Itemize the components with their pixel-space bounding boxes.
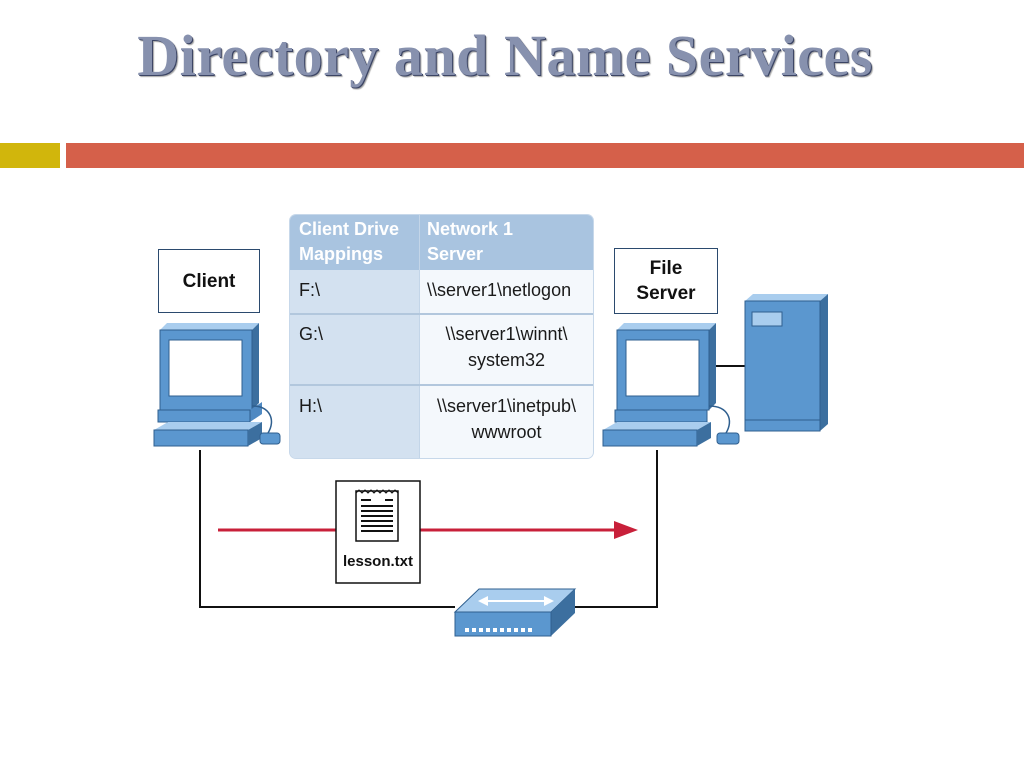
file-server-label-line1: File xyxy=(649,258,683,279)
table-row-path: \\server1\netlogon xyxy=(427,280,572,300)
network-switch-icon xyxy=(453,588,577,637)
client-label: Client xyxy=(158,249,260,313)
server-tower-icon xyxy=(744,294,828,432)
table-row-drive: F:\ xyxy=(299,280,320,300)
header-col1: Client Drive Mappings xyxy=(299,219,400,264)
file-server-label: File Server xyxy=(614,248,718,314)
table-row-path: \\server1\winnt\ system32 xyxy=(445,324,568,370)
document-icon xyxy=(335,480,421,584)
table-row-path: \\server1\inetpub\ wwwroot xyxy=(436,396,577,442)
transfer-arrow xyxy=(218,521,638,539)
table-row-drive: H:\ xyxy=(299,396,323,416)
file-name-label: lesson.txt xyxy=(342,553,414,570)
drive-mapping-table: Client Drive Mappings Network 1 Server F… xyxy=(290,215,593,458)
slide-title: Directory and Name Services xyxy=(137,23,873,88)
server-computer-icon xyxy=(602,323,740,447)
header-col2: Network 1 Server xyxy=(427,219,514,264)
accent-bar-red xyxy=(66,143,1024,168)
table-header xyxy=(290,215,593,270)
network-cable xyxy=(199,365,747,608)
table-row-drive: G:\ xyxy=(299,324,324,344)
file-server-label-line2: Server xyxy=(636,283,696,304)
client-label-text: Client xyxy=(182,270,236,292)
client-computer-icon xyxy=(153,323,281,447)
accent-bar-yellow xyxy=(0,143,60,168)
